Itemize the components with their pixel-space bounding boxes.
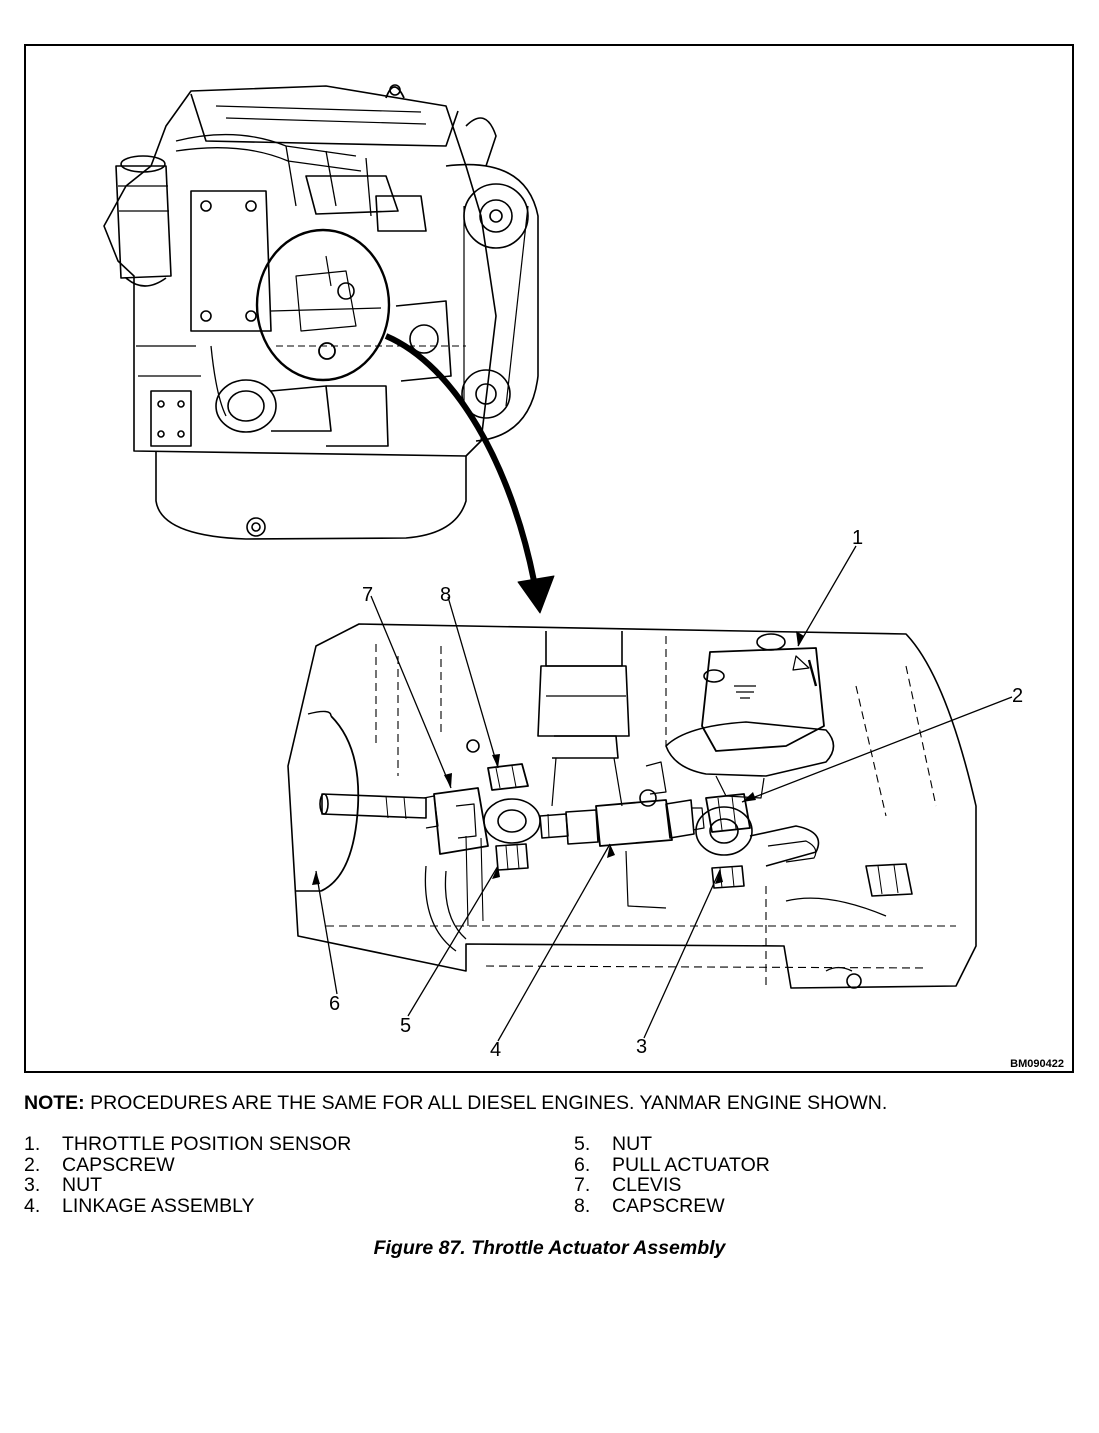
- drawing-code: BM090422: [1010, 1058, 1064, 1070]
- callout-8: 8: [440, 584, 451, 606]
- legend-label: CAPSCREW: [612, 1194, 725, 1217]
- legend-number: 1.: [24, 1133, 41, 1155]
- legend-item: 7. CLEVIS: [574, 1175, 770, 1196]
- legend-label: THROTTLE POSITION SENSOR: [62, 1133, 352, 1155]
- leader-arrowheads: [312, 631, 804, 885]
- engine-overview: [103, 84, 539, 540]
- legend-label: CAPSCREW: [62, 1153, 175, 1176]
- callout-5: 5: [400, 1015, 411, 1037]
- legend-item: 3. NUT: [24, 1175, 351, 1196]
- figure-caption: Figure 87. Throttle Actuator Assembly: [373, 1237, 726, 1259]
- leader-lines: [315, 545, 1013, 1042]
- legend-item: 6. PULL ACTUATOR: [574, 1153, 770, 1176]
- legend-number: 5.: [574, 1133, 591, 1155]
- callout-1: 1: [852, 527, 863, 549]
- detail-view: [287, 623, 977, 989]
- callout-arrow: [384, 333, 555, 614]
- figure-frame: 1 2 3 4 5 6 7 8 BM090422: [24, 44, 1074, 1073]
- legend-number: 3.: [24, 1174, 41, 1196]
- legend-left: 1. THROTTLE POSITION SENSOR 2. CAPSCREW 3.…: [24, 1134, 351, 1216]
- legend-item: 4. LINKAGE ASSEMBLY: [24, 1194, 351, 1217]
- legend-item: 5. NUT: [574, 1134, 770, 1155]
- legend-label: LINKAGE ASSEMBLY: [62, 1194, 255, 1217]
- legend-label: NUT: [612, 1133, 653, 1155]
- legend-item: 1. THROTTLE POSITION SENSOR: [24, 1134, 351, 1155]
- callout-3: 3: [636, 1036, 647, 1058]
- legend-number: 6.: [574, 1153, 591, 1176]
- note-text: PROCEDURES ARE THE SAME FOR ALL DIESEL E…: [84, 1092, 888, 1114]
- callout-4: 4: [490, 1039, 501, 1061]
- legend-label: CLEVIS: [612, 1174, 682, 1196]
- note-label: NOTE:: [24, 1092, 85, 1114]
- legend-number: 7.: [574, 1174, 591, 1196]
- legend-right: 5. NUT 6. PULL ACTUATOR 7. CLEVIS 8. CAPSCRE…: [574, 1134, 770, 1216]
- legend-label: NUT: [62, 1174, 103, 1196]
- callout-7: 7: [362, 584, 373, 606]
- legend-label: PULL ACTUATOR: [612, 1153, 770, 1176]
- callout-2: 2: [1012, 685, 1023, 707]
- note: NOTE: PROCEDURES ARE THE SAME FOR ALL DI…: [24, 1092, 887, 1115]
- legend-number: 2.: [24, 1153, 41, 1176]
- legend-item: 8. CAPSCREW: [574, 1194, 770, 1217]
- engine-diagram: 1 2 3 4 5 6 7 8 BM090422: [103, 84, 1064, 1070]
- legend-number: 8.: [574, 1194, 591, 1217]
- legend-number: 4.: [24, 1194, 41, 1217]
- legend-item: 2. CAPSCREW: [24, 1153, 351, 1176]
- callout-6: 6: [329, 993, 340, 1015]
